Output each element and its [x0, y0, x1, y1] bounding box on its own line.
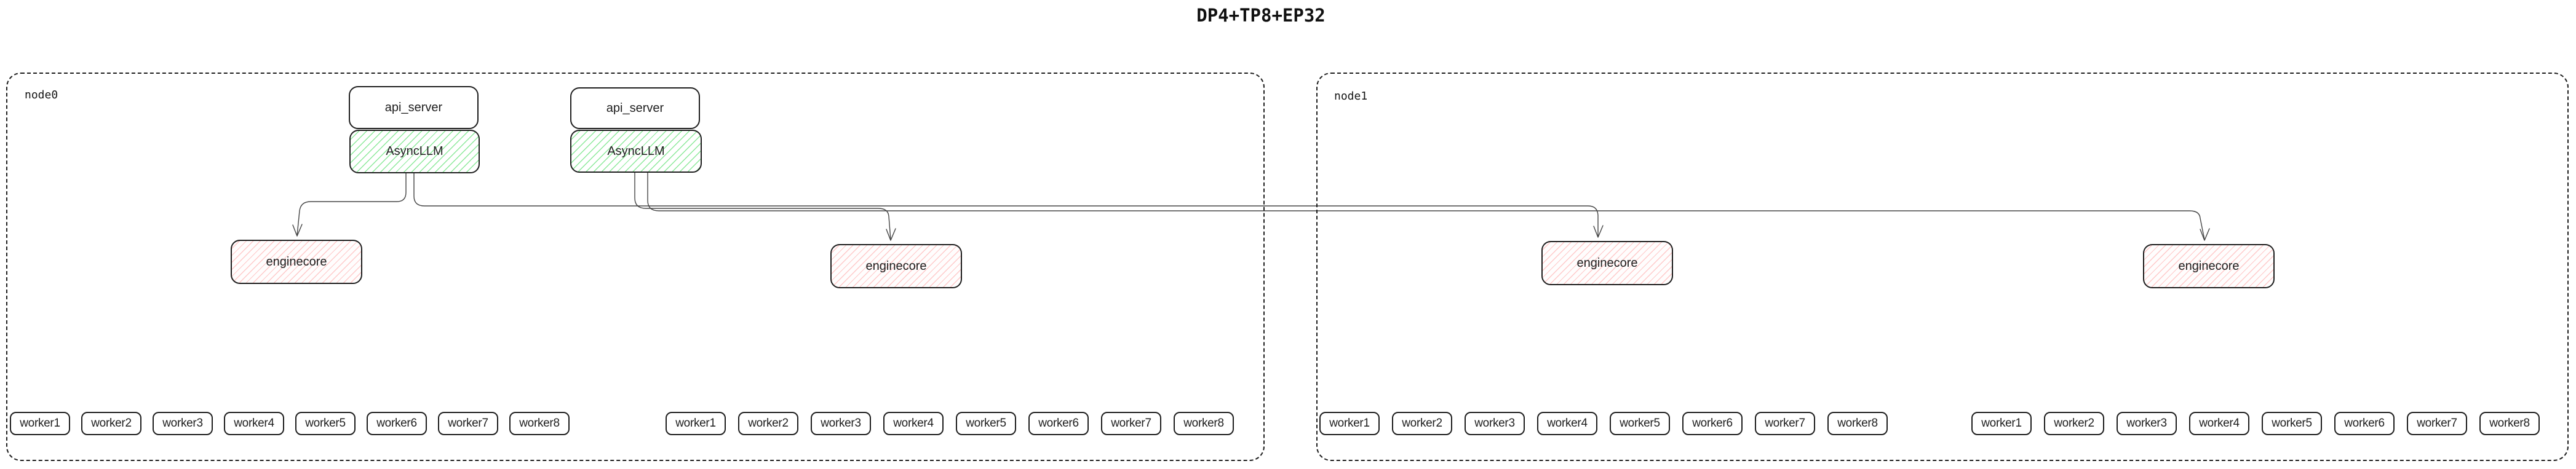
- enginecore-box-3: enginecore: [1541, 241, 1673, 285]
- worker-label: worker7: [2417, 417, 2457, 430]
- worker-label: worker1: [675, 417, 716, 430]
- diagram-title: DP4+TP8+EP32: [1196, 5, 1326, 26]
- worker-box: worker5: [1610, 412, 1670, 435]
- enginecore-label-3: enginecore: [1576, 256, 1638, 270]
- worker-box: worker6: [2334, 412, 2395, 435]
- worker-label: worker8: [2489, 417, 2530, 430]
- worker-label: worker5: [2272, 417, 2312, 430]
- worker-label: worker8: [519, 417, 560, 430]
- worker-label: worker4: [893, 417, 934, 430]
- worker-box: worker6: [1028, 412, 1089, 435]
- worker-box: worker7: [2407, 412, 2467, 435]
- worker-box: worker2: [81, 412, 141, 435]
- worker-label: worker8: [1183, 417, 1224, 430]
- worker-box: worker5: [295, 412, 356, 435]
- worker-label: worker4: [234, 417, 274, 430]
- asyncllm-box-1: AsyncLLM: [349, 130, 480, 173]
- worker-box: worker3: [2117, 412, 2177, 435]
- worker-box: worker1: [1319, 412, 1380, 435]
- api-server-box-2: api_server: [570, 87, 700, 129]
- enginecore-label-2: enginecore: [865, 259, 927, 273]
- worker-label: worker1: [1329, 417, 1370, 430]
- asyncllm-label-1: AsyncLLM: [386, 144, 443, 158]
- enginecore-label-1: enginecore: [266, 254, 327, 269]
- worker-box: worker1: [10, 412, 70, 435]
- worker-box: worker8: [1174, 412, 1234, 435]
- worker-label: worker5: [966, 417, 1006, 430]
- worker-box: worker3: [1465, 412, 1525, 435]
- worker-label: worker3: [2126, 417, 2167, 430]
- worker-box: worker3: [153, 412, 213, 435]
- worker-label: worker6: [1038, 417, 1079, 430]
- worker-label: worker1: [20, 417, 60, 430]
- enginecore-label-4: enginecore: [2178, 259, 2240, 273]
- node0-container: node0 api_server AsyncLLM api_server Asy…: [6, 73, 1265, 461]
- worker-label: worker2: [91, 417, 132, 430]
- worker-label: worker6: [2344, 417, 2385, 430]
- worker-box: worker4: [2189, 412, 2249, 435]
- worker-box: worker4: [1537, 412, 1597, 435]
- node1-label: node1: [1334, 90, 1368, 103]
- worker-box: worker4: [224, 412, 284, 435]
- worker-label: worker3: [162, 417, 203, 430]
- worker-label: worker3: [1474, 417, 1515, 430]
- node0-label: node0: [25, 89, 58, 101]
- worker-box: worker1: [666, 412, 726, 435]
- asyncllm-box-2: AsyncLLM: [570, 130, 702, 173]
- worker-label: worker2: [2054, 417, 2094, 430]
- worker-label: worker4: [1547, 417, 1588, 430]
- worker-box: worker8: [1827, 412, 1888, 435]
- worker-box: worker2: [1392, 412, 1452, 435]
- worker-label: worker6: [376, 417, 417, 430]
- worker-label: worker7: [1765, 417, 1805, 430]
- worker-box: worker7: [1755, 412, 1815, 435]
- worker-box: worker1: [1971, 412, 2032, 435]
- worker-box: worker8: [509, 412, 570, 435]
- worker-box: worker2: [738, 412, 798, 435]
- worker-box: worker7: [438, 412, 498, 435]
- worker-box: worker7: [1101, 412, 1161, 435]
- worker-label: worker4: [2199, 417, 2240, 430]
- worker-label: worker7: [1111, 417, 1151, 430]
- enginecore-box-4: enginecore: [2143, 244, 2275, 288]
- worker-label: worker2: [748, 417, 789, 430]
- worker-label: worker3: [821, 417, 861, 430]
- worker-label: worker7: [448, 417, 488, 430]
- worker-box: worker6: [1682, 412, 1743, 435]
- worker-label: worker5: [1620, 417, 1660, 430]
- api-server-label-1: api_server: [384, 100, 443, 114]
- worker-label: worker8: [1837, 417, 1878, 430]
- worker-box: worker3: [811, 412, 871, 435]
- worker-box: worker2: [2044, 412, 2104, 435]
- worker-label: worker1: [1981, 417, 2022, 430]
- enginecore-box-2: enginecore: [830, 244, 962, 288]
- node1-container: node1 enginecore enginecore worker1 work…: [1316, 73, 2569, 461]
- worker-box: worker5: [956, 412, 1016, 435]
- worker-label: worker5: [305, 417, 346, 430]
- worker-box: worker4: [883, 412, 944, 435]
- worker-label: worker2: [1402, 417, 1442, 430]
- api-server-label-2: api_server: [606, 101, 664, 115]
- enginecore-box-1: enginecore: [231, 240, 362, 284]
- asyncllm-label-2: AsyncLLM: [607, 144, 665, 158]
- worker-box: worker8: [2479, 412, 2540, 435]
- api-server-box-1: api_server: [349, 86, 479, 129]
- worker-box: worker6: [367, 412, 427, 435]
- worker-box: worker5: [2262, 412, 2322, 435]
- worker-label: worker6: [1692, 417, 1733, 430]
